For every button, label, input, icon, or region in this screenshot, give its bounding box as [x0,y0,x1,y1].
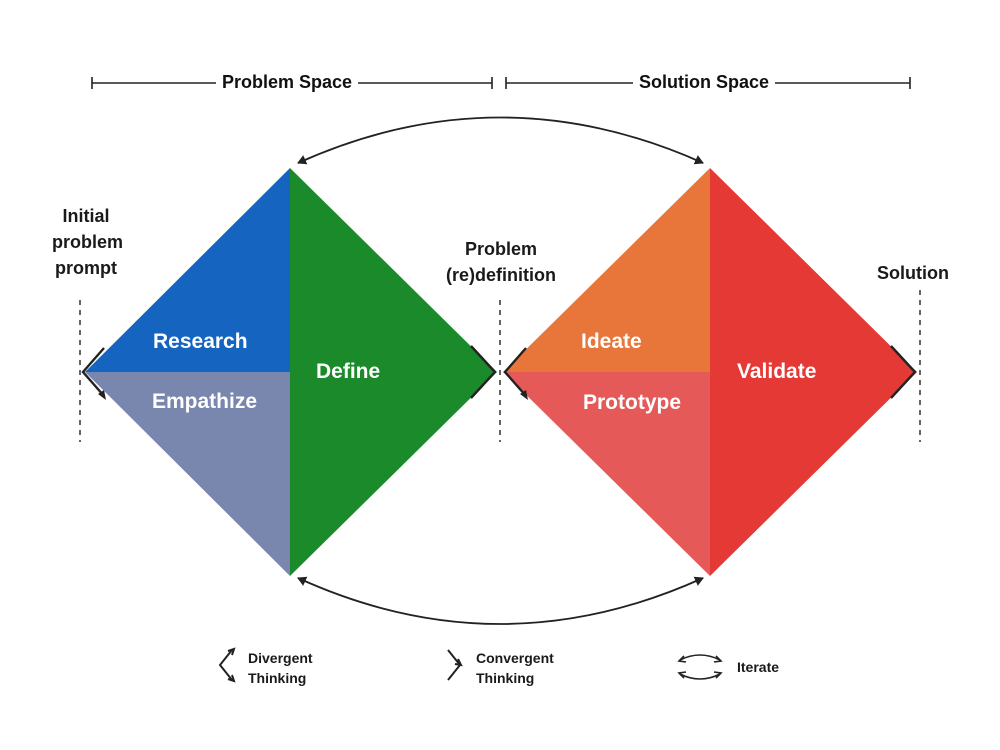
redefinition-line-1: Problem [464,239,538,259]
divergent-line-2: Thinking [248,670,307,686]
divergent-thinking-legend: Divergent Thinking [248,648,313,688]
initial-problem-prompt-label: Initial problem prompt [52,203,124,281]
research-quadrant [85,168,290,372]
iterate-legend-icon [677,654,723,680]
initial-line-1: Initial [62,206,110,226]
solution-label: Solution [877,263,949,283]
initial-line-3: prompt [55,258,117,278]
solution-space-label: Solution Space [633,70,776,94]
divergent-tip-icon [98,390,106,400]
convergent-line-2: Thinking [476,670,535,686]
convergent-thinking-legend: Convergent Thinking [476,648,554,688]
divergent-chevron-icon [81,347,105,397]
problem-redefinition-label: Problem (re)definition [440,236,562,288]
divergent-line-1: Divergent [248,650,313,666]
convergent-legend-icon [447,649,463,681]
top-iterate-arc [297,116,704,165]
divergent-chevron-icon [503,347,527,397]
empathize-label: Empathize [152,390,258,413]
research-label: Research [153,330,248,353]
divergent-tip-icon [520,390,528,400]
problem-space-label: Problem Space [216,70,359,94]
prototype-quadrant [503,372,710,576]
redefinition-line-2: (re)definition [446,265,556,285]
convergent-chevron-icon [890,345,917,399]
bottom-iterate-arc [297,576,704,625]
convergent-chevron-icon [470,345,497,399]
convergent-line-1: Convergent [476,650,554,666]
validate-quadrant [710,168,917,576]
validate-label: Validate [737,360,817,383]
ideate-label: Ideate [581,330,642,353]
prototype-label: Prototype [583,391,682,414]
empathize-quadrant [85,372,290,576]
define-label: Define [316,360,381,383]
define-quadrant [290,168,497,576]
divergent-legend-icon [218,647,236,683]
iterate-legend: Iterate [737,659,780,675]
ideate-quadrant [503,168,710,372]
initial-line-2: problem [52,232,124,252]
